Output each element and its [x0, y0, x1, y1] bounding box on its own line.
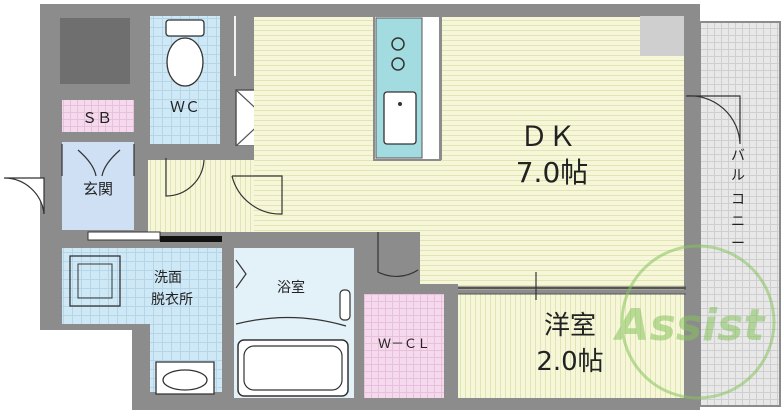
western-size-label: 2.0帖: [536, 347, 603, 377]
sink-drain: [398, 102, 402, 106]
bathtub-inner: [243, 345, 343, 391]
shoe-rack-bar: [87, 231, 161, 241]
washbasin-bowl: [162, 369, 208, 391]
dk-size-label: 7.0帖: [516, 156, 589, 189]
wcl-room: [364, 294, 444, 398]
void-top-left: [60, 18, 130, 84]
balcony-area: [699, 21, 781, 407]
washroom-floor: [62, 248, 222, 392]
svg-text:バ: バ: [731, 148, 745, 164]
door-swings: [3, 95, 741, 289]
sink: [383, 91, 417, 145]
entrance-label: 玄関: [83, 180, 113, 198]
bath-label: 浴室: [277, 279, 305, 296]
sb-room: [62, 100, 134, 132]
balcony-label: バ ル コ ニ ー: [731, 148, 745, 252]
svg-text:Assist: Assist: [613, 300, 767, 351]
dk-corner-void: [640, 16, 684, 56]
washroom-label-1: 洗面: [154, 270, 182, 286]
dk-floor: [254, 16, 684, 290]
svg-text:ル: ル: [731, 168, 745, 184]
svg-text:ニ: ニ: [731, 214, 745, 230]
dk-name-label: ＤＫ: [520, 120, 576, 153]
hall-floor: [148, 160, 224, 232]
bath-faucet: [339, 289, 351, 321]
washroom-label-2: 脱衣所: [151, 292, 193, 308]
svg-text:ー: ー: [731, 236, 745, 252]
western-name-label: 洋室: [544, 311, 596, 341]
stove-burner-1: [391, 37, 405, 51]
sb-label: ＳＢ: [82, 109, 112, 127]
stove-burner-2: [391, 57, 405, 71]
toilet: [165, 19, 205, 87]
hall-step: [160, 236, 222, 242]
entrance-room: [62, 142, 134, 230]
washbasin: [155, 361, 215, 395]
bathtub: [237, 339, 349, 397]
assist-watermark: Assist: [613, 244, 776, 400]
svg-text:コ: コ: [731, 192, 745, 208]
washing-machine: [69, 255, 121, 307]
wcl-label: Ｗ－ＣＬ: [378, 337, 430, 352]
wc-label: ＷＣ: [170, 98, 200, 116]
hall-floor-2: [224, 160, 254, 232]
washing-machine-inner: [77, 263, 113, 299]
